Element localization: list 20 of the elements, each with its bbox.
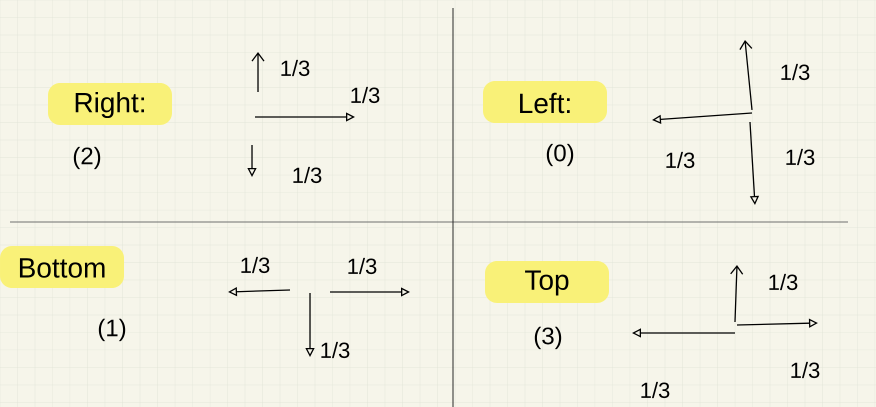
probability-label: 1/3 — [348, 258, 376, 274]
highlighted-heading: Bottom — [0, 246, 124, 288]
probability-label: 1/3 — [293, 166, 322, 184]
probability-label: 1/3 — [281, 60, 310, 76]
probability-label: 1/3 — [786, 148, 814, 166]
number-label: (0) — [546, 144, 574, 166]
probability-label: 1/3 — [666, 152, 694, 168]
highlighted-heading: Left: — [483, 81, 607, 123]
number-label: (1) — [98, 318, 126, 342]
probability-label: 1/3 — [241, 256, 270, 274]
number-label: (3) — [534, 326, 562, 350]
highlighted-heading: Top — [485, 261, 609, 303]
highlighted-heading: Right: — [48, 83, 172, 125]
probability-label: 1/3 — [321, 342, 350, 358]
probability-label: 1/3 — [791, 362, 820, 378]
probability-label: 1/3 — [781, 64, 810, 80]
probability-label: 1/3 — [641, 382, 670, 398]
probability-label: 1/3 — [769, 274, 798, 290]
probability-label: 1/3 — [351, 86, 380, 104]
number-label: (2) — [74, 146, 100, 170]
